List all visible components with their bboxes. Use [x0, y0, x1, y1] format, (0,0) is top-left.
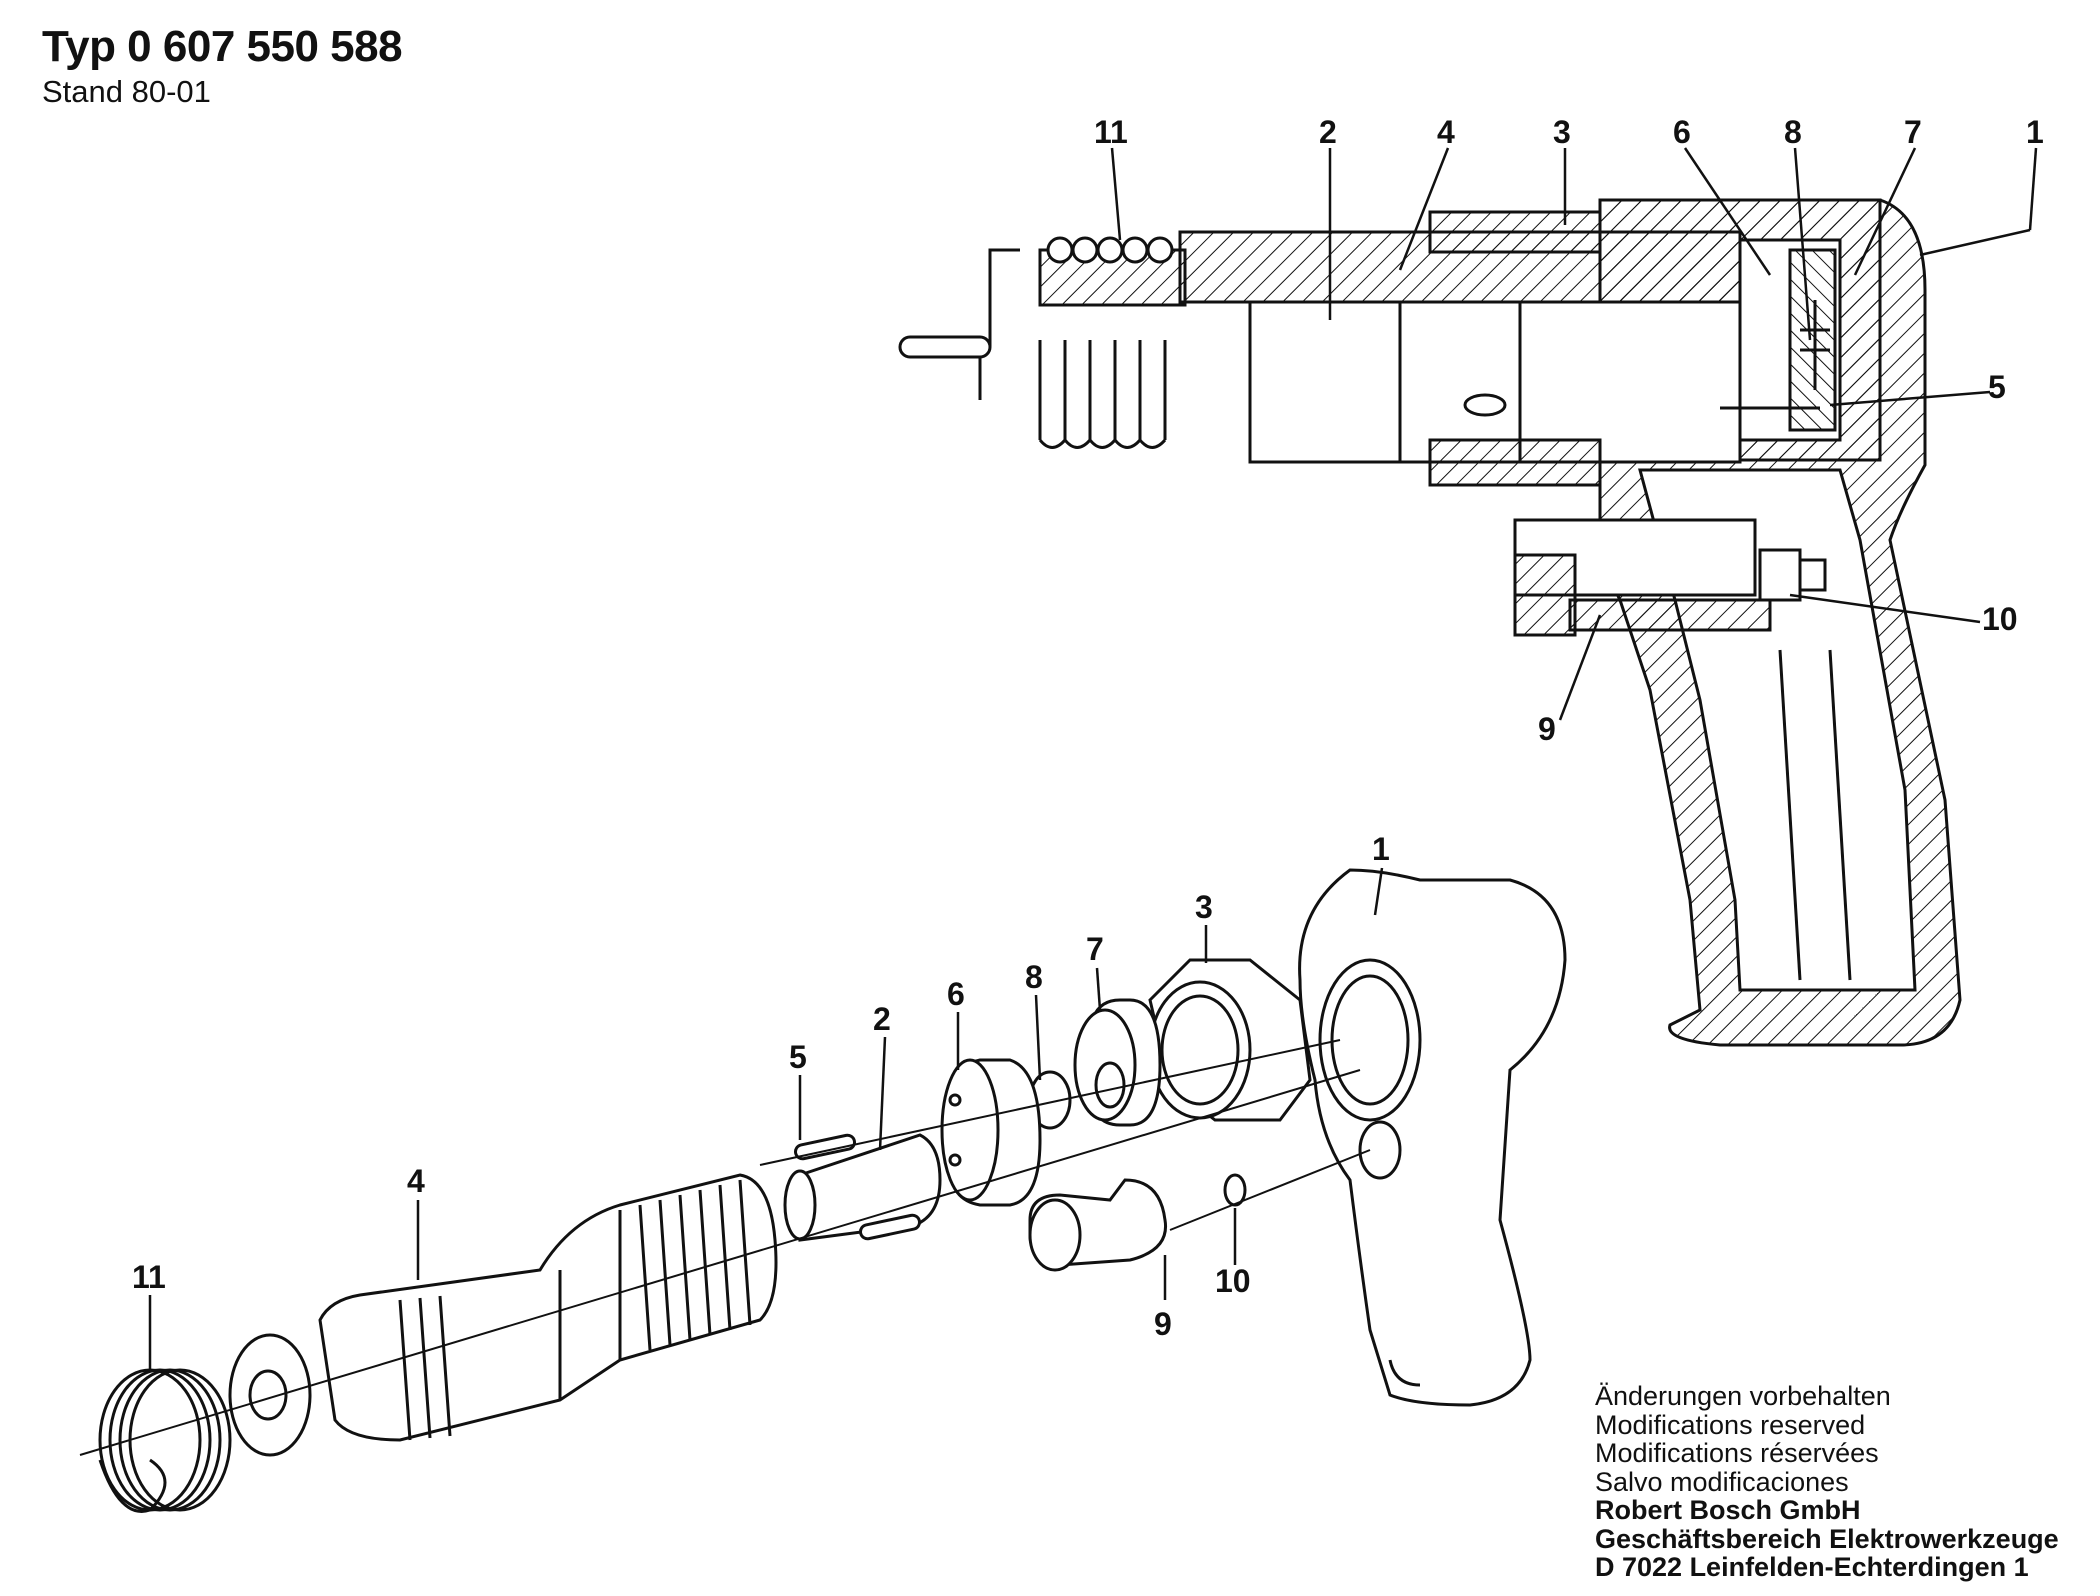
section-nut	[1428, 210, 1602, 254]
callout-exploded-8: 8	[1025, 959, 1043, 995]
note-line: Modifications réservées	[1595, 1438, 1879, 1468]
callout-section-1: 1	[2026, 114, 2044, 150]
exploded-callouts: 1 3 8 7 6 2 5 4 11 9 10	[132, 831, 1390, 1342]
callout-section-10: 10	[1982, 601, 2018, 637]
callout-section-6: 6	[1673, 114, 1691, 150]
section-leaders	[1110, 147, 2038, 721]
callout-exploded-9: 9	[1154, 1306, 1172, 1342]
document-date: Stand 80-01	[42, 74, 211, 109]
callout-section-2: 2	[1319, 114, 1337, 150]
callout-exploded-1: 1	[1372, 831, 1390, 867]
note-line: Änderungen vorbehalten	[1595, 1381, 1891, 1411]
company-address: D 7022 Leinfelden-Echterdingen 1	[1595, 1552, 2029, 1582]
callout-section-9: 9	[1538, 711, 1556, 747]
callout-exploded-2: 2	[873, 1001, 891, 1037]
callout-exploded-11: 11	[132, 1259, 166, 1295]
callout-exploded-6: 6	[947, 976, 965, 1012]
part-housing	[1298, 868, 1567, 1407]
company-name: Robert Bosch GmbH	[1595, 1495, 1861, 1525]
section-spring	[1038, 236, 1187, 449]
callout-exploded-3: 3	[1195, 889, 1213, 925]
callout-section-3: 3	[1553, 114, 1571, 150]
callout-exploded-5: 5	[789, 1039, 807, 1075]
section-callouts: 11 2 4 3 6 8 7 1 5 10 9	[1094, 114, 2044, 747]
section-piston	[1248, 300, 1742, 464]
company-division: Geschäftsbereich Elektrowerkzeuge	[1595, 1523, 2059, 1554]
callout-exploded-10: 10	[1215, 1263, 1251, 1299]
section-chisel	[903, 248, 1020, 400]
callout-exploded-4: 4	[407, 1163, 425, 1199]
section-view	[898, 198, 1962, 1047]
callout-section-11: 11	[1094, 114, 1128, 150]
note-line: Salvo modificaciones	[1595, 1466, 1849, 1497]
callout-section-7: 7	[1904, 114, 1922, 150]
document-title: Typ 0 607 550 588	[42, 22, 403, 71]
note-line: Modifications reserved	[1595, 1409, 1866, 1440]
callout-section-5: 5	[1988, 369, 2006, 405]
notes-block: Änderungen vorbehalten Modifications res…	[1595, 1382, 2059, 1582]
exploded-leaders	[148, 867, 1384, 1370]
exploded-view	[98, 868, 1567, 1513]
assembly-axis-lines	[79, 1039, 1371, 1456]
part-spring	[98, 1368, 232, 1513]
callout-section-8: 8	[1784, 114, 1802, 150]
callout-exploded-7: 7	[1086, 931, 1104, 967]
part-pin	[794, 1133, 856, 1161]
callout-section-4: 4	[1437, 114, 1455, 150]
